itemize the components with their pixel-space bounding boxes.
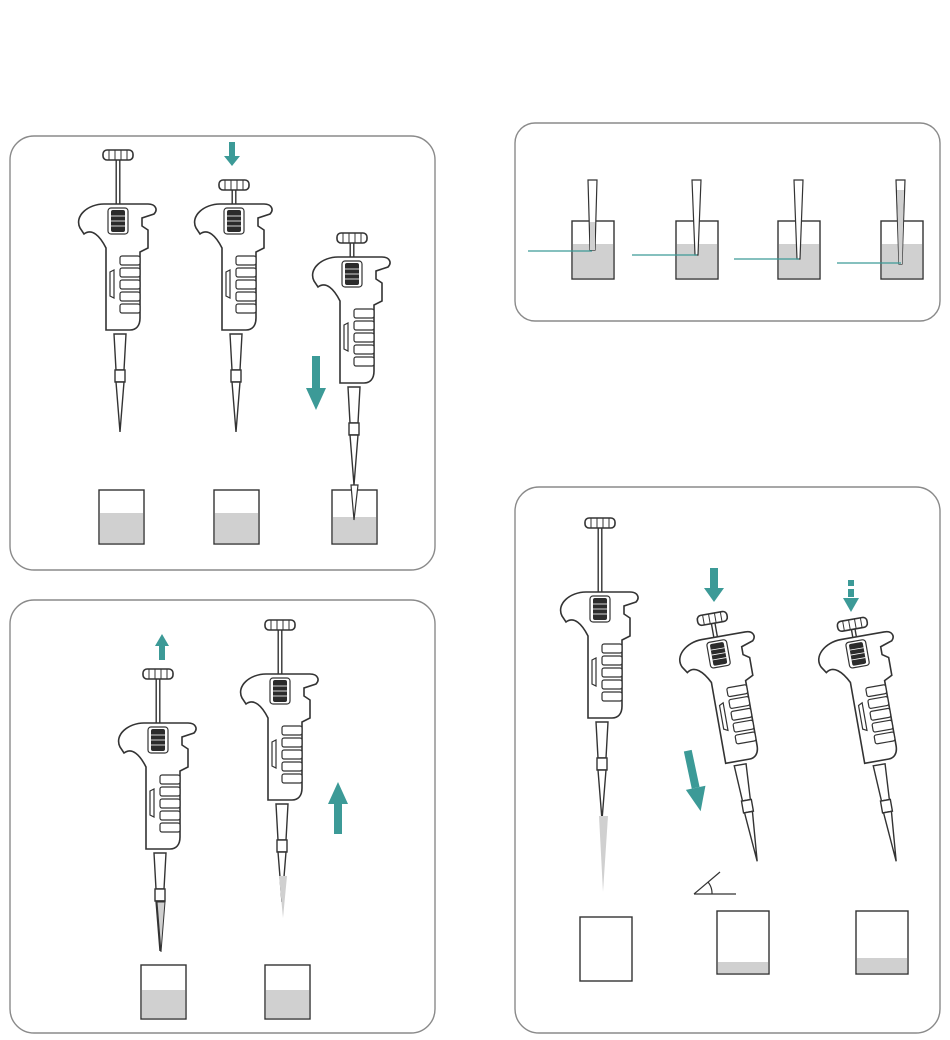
pipette-dispense-angled bbox=[673, 607, 793, 869]
liquid-8 bbox=[857, 958, 907, 973]
liquid-2 bbox=[215, 513, 258, 543]
liquid-5 bbox=[266, 990, 309, 1018]
panel-aspirate-release bbox=[10, 600, 435, 1033]
arrow-dashed-push-down-icon bbox=[843, 580, 859, 612]
container-6 bbox=[580, 917, 632, 981]
angle-indicator-icon bbox=[694, 872, 736, 894]
arrow-release-up-icon bbox=[155, 634, 169, 660]
liquid-3 bbox=[333, 517, 376, 543]
arrow-move-down-icon bbox=[306, 356, 326, 410]
liquid-7 bbox=[718, 962, 768, 973]
arrow-move-up-icon bbox=[328, 782, 348, 834]
arrow-move-down-angled-icon bbox=[678, 749, 710, 814]
pipette-plunger-up bbox=[79, 150, 156, 432]
pipette-blowout bbox=[813, 613, 932, 869]
depth-cell-1 bbox=[528, 180, 614, 279]
pipette-plunger-pressed bbox=[195, 180, 272, 432]
pipette-withdrawn bbox=[241, 620, 318, 902]
tip-filled-3 bbox=[599, 816, 608, 892]
pipette-immersed bbox=[313, 233, 390, 485]
tip-filled-2 bbox=[279, 876, 287, 918]
depth-cell-4 bbox=[837, 180, 923, 279]
liquid-4 bbox=[142, 990, 185, 1018]
depth-cell-2 bbox=[632, 180, 718, 279]
depth-cell-3 bbox=[734, 180, 820, 279]
liquid-1 bbox=[100, 513, 143, 543]
pipette-filled bbox=[561, 518, 638, 820]
arrow-push-down-icon bbox=[224, 142, 240, 166]
arrow-push-down-icon-2 bbox=[704, 568, 724, 602]
